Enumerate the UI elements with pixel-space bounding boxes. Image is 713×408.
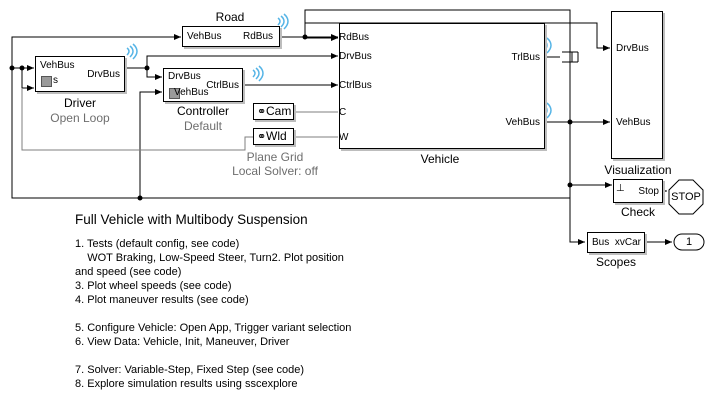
notes-line-6[interactable]: 5. Configure Vehicle: Open App, Trigger … [75, 322, 352, 334]
notes-line-3[interactable]: and speed (see code) [75, 266, 182, 278]
scopes-out-port: xvCar [614, 237, 641, 248]
controller-title: Controller [176, 104, 230, 118]
notes-line-2[interactable]: WOT Braking, Low-Speed Steer, Turn2. Plo… [75, 252, 344, 264]
vehicle-out2-port: VehBus [505, 117, 540, 128]
driver-variant: Open Loop [50, 111, 110, 125]
scopes-block[interactable]: Bus xvCar [587, 232, 645, 253]
wire-drvbus-to-controller[interactable] [146, 68, 162, 80]
wire-drvbus-to-visualization[interactable] [304, 22, 610, 51]
notes-line-5[interactable]: 4. Plot maneuver results (see code) [75, 294, 249, 306]
subsystem-icon [41, 76, 52, 87]
road-out-port: RdBus [242, 31, 273, 42]
stop-block[interactable] [668, 179, 704, 215]
check-title: Check [620, 205, 655, 219]
wire-vehbus-main[interactable] [304, 9, 571, 123]
wifi-signal-icon [126, 43, 138, 60]
link-icon: ⊥ [616, 183, 625, 194]
outport-1[interactable] [673, 233, 705, 251]
cam-block[interactable]: ⚭ Cam [253, 103, 294, 120]
wld-caption-line2: Local Solver: off [232, 164, 318, 178]
driver-title: Driver [64, 96, 96, 110]
link-icon: ⚭ [257, 106, 267, 118]
wifi-signal-icon [252, 65, 264, 82]
vehicle-in3-port: CtrlBus [339, 80, 372, 91]
visualization-title: Visualization [604, 163, 672, 177]
controller-out-port: CtrlBus [206, 80, 239, 91]
driver-in1-port: VehBus [40, 60, 75, 71]
notes-line-9[interactable]: 8. Explore simulation results using ssce… [75, 378, 298, 390]
notes-line-7[interactable]: 6. View Data: Vehicle, Init, Maneuver, D… [75, 336, 290, 348]
terminator-icon[interactable] [562, 51, 579, 63]
wire-vehbus-to-controller[interactable] [139, 89, 162, 198]
visualization-block[interactable]: DrvBus VehBus [611, 11, 663, 159]
vehicle-in2-port: DrvBus [339, 51, 372, 62]
vehicle-block[interactable]: RdBus DrvBus CtrlBus C W TrlBus VehBus [339, 23, 545, 149]
wld-caption-line1: Plane Grid [246, 150, 304, 164]
controller-variant: Default [183, 119, 223, 133]
vehicle-title: Vehicle [420, 152, 460, 166]
notes-line-8[interactable]: 7. Solver: Variable-Step, Fixed Step (se… [75, 364, 305, 376]
visualization-in2-port: VehBus [616, 117, 651, 128]
road-in-port: VehBus [187, 31, 222, 42]
check-out-port: Stop [638, 186, 659, 197]
subsystem-icon [169, 88, 180, 99]
wire-driver-s[interactable] [21, 68, 34, 91]
controller-block[interactable]: DrvBus VehBus CtrlBus [163, 68, 243, 102]
road-title: Road [215, 10, 245, 24]
scopes-in-port: Bus [592, 237, 610, 248]
vehicle-in5-port: W [339, 132, 349, 143]
driver-block[interactable]: VehBus s DrvBus [35, 56, 125, 92]
notes-title: Full Vehicle with Multibody Suspension [75, 212, 308, 227]
outport-label: 1 [685, 236, 693, 248]
visualization-in1-port: DrvBus [616, 43, 649, 54]
wire-drvbus[interactable] [126, 53, 338, 69]
vehicle-in4-port: C [339, 107, 347, 118]
link-icon: ⚭ [257, 131, 267, 143]
driver-out-port: DrvBus [87, 69, 120, 80]
conn-driver-vehicle[interactable] [21, 88, 253, 151]
notes-line-1[interactable]: 1. Tests (default config, see code) [75, 238, 240, 250]
wifi-signal-icon [277, 13, 289, 30]
controller-in2-port: VehBus [174, 87, 209, 98]
check-block[interactable]: ⊥ Stop [613, 179, 663, 203]
stop-label: STOP [671, 191, 701, 203]
road-block[interactable]: VehBus RdBus [182, 26, 280, 47]
wld-label: Wld [266, 129, 287, 143]
notes-line-4[interactable]: 3. Plot wheel speeds (see code) [75, 280, 232, 292]
wire-vehbus-to-scopes[interactable] [569, 185, 585, 245]
driver-in2-port: s [53, 75, 58, 86]
scopes-title: Scopes [595, 255, 637, 269]
vehicle-out1-port: TrlBus [511, 52, 540, 63]
cam-label: Cam [266, 104, 292, 118]
wld-block[interactable]: ⚭ Wld [253, 128, 294, 145]
controller-in1-port: DrvBus [168, 71, 201, 82]
vehicle-in1-port: RdBus [339, 32, 370, 43]
